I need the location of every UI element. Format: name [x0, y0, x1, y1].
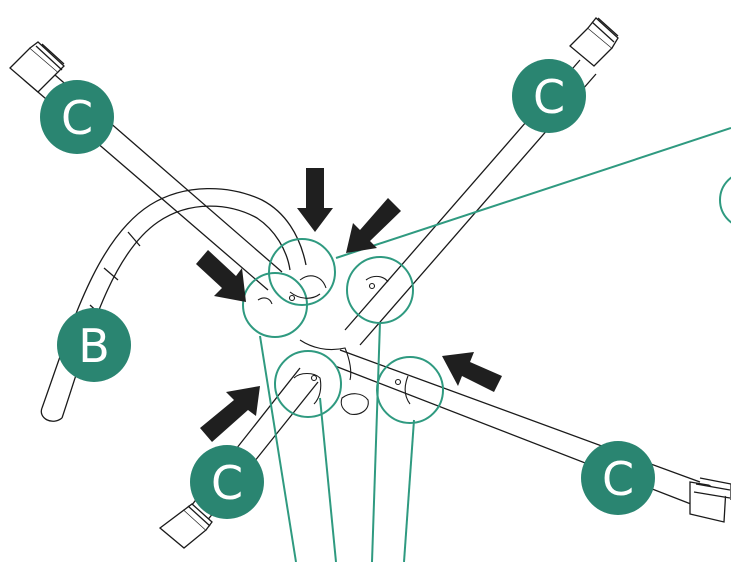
label-c: C — [533, 70, 565, 124]
callout-circle — [242, 272, 308, 338]
label-badge-c-top-right: C — [512, 59, 586, 133]
callout-circle — [274, 350, 342, 418]
joint-details — [257, 275, 411, 405]
callout-circle — [376, 356, 444, 424]
arrow-icon — [346, 198, 401, 253]
arrow-icon — [297, 168, 333, 232]
label-c: C — [61, 91, 93, 145]
arrow-icon — [200, 386, 260, 442]
callout-circle — [346, 256, 414, 324]
hub-joint — [299, 275, 369, 415]
callout-circle-partial — [719, 176, 731, 224]
leg-bottom-right — [334, 349, 731, 523]
label-badge-c-bottom-right: C — [581, 441, 655, 515]
label-c: C — [211, 456, 243, 510]
arrow-icon — [196, 250, 246, 302]
arrows — [196, 168, 502, 442]
backrest-frame — [40, 187, 307, 422]
label-badge-c-bottom-left: C — [190, 445, 264, 519]
label-c: C — [602, 452, 634, 506]
leg-top-right — [344, 17, 619, 346]
callout-lines — [259, 127, 731, 563]
label-badge-c-top-left: C — [40, 80, 114, 154]
leg-top-left — [9, 41, 283, 291]
callout-circles — [242, 176, 731, 424]
callout-circle — [268, 238, 336, 306]
label-b: B — [78, 319, 110, 373]
label-badge-b: B — [57, 308, 131, 382]
arrow-icon — [442, 352, 502, 392]
